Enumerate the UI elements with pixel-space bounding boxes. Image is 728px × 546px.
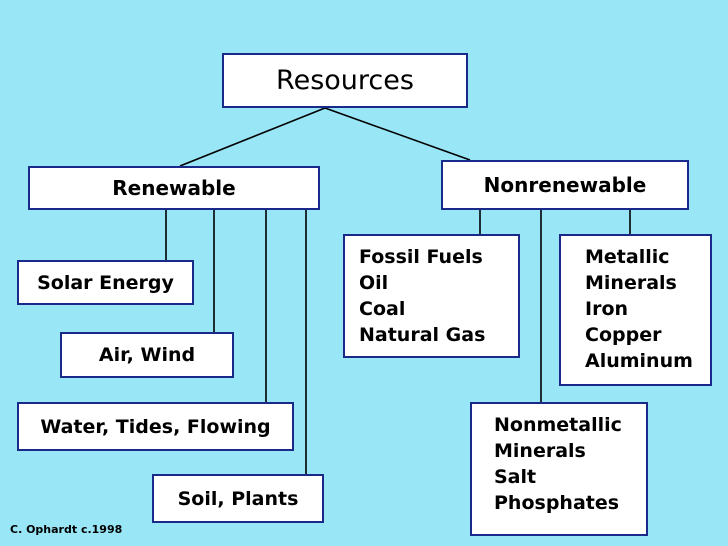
list-item: Fossil Fuels bbox=[359, 246, 483, 268]
node-air-wind-label: Air, Wind bbox=[98, 344, 196, 366]
list-item: Aluminum bbox=[585, 350, 693, 372]
list-item: Copper bbox=[585, 324, 662, 346]
connector-root-nonrenewable bbox=[324, 107, 471, 161]
credit-text: C. Ophardt c.1998 bbox=[10, 523, 123, 536]
node-soil-plants: Soil, Plants bbox=[152, 474, 324, 523]
list-item: Oil bbox=[359, 272, 389, 294]
list-item: Minerals bbox=[494, 440, 586, 462]
node-renewable-label: Renewable bbox=[112, 176, 236, 200]
node-resources-label: Resources bbox=[276, 65, 414, 96]
node-solar-energy: Solar Energy bbox=[17, 260, 194, 305]
list-item: Nonmetallic bbox=[494, 414, 622, 436]
node-nonrenewable-label: Nonrenewable bbox=[483, 173, 647, 197]
node-metallic-minerals: Metallic Minerals Iron Copper Aluminum bbox=[559, 234, 712, 386]
node-air-wind: Air, Wind bbox=[60, 332, 234, 378]
list-item: Iron bbox=[585, 298, 629, 320]
list-item: Salt bbox=[494, 466, 537, 488]
node-nonrenewable: Nonrenewable bbox=[441, 160, 689, 210]
list-item: Metallic bbox=[585, 246, 670, 268]
node-renewable: Renewable bbox=[28, 166, 320, 210]
node-nonmetallic-minerals: Nonmetallic Minerals Salt Phosphates bbox=[470, 402, 648, 536]
list-item: Phosphates bbox=[494, 492, 620, 514]
node-soil-plants-label: Soil, Plants bbox=[177, 487, 299, 510]
node-resources: Resources bbox=[222, 53, 468, 108]
node-water-label: Water, Tides, Flowing bbox=[40, 415, 271, 438]
list-item: Coal bbox=[359, 298, 406, 320]
list-item: Natural Gas bbox=[359, 324, 486, 346]
node-fossil-fuels: Fossil Fuels Oil Coal Natural Gas bbox=[343, 234, 520, 358]
node-water-tides-flowing: Water, Tides, Flowing bbox=[17, 402, 294, 451]
list-item: Minerals bbox=[585, 272, 677, 294]
node-solar-energy-label: Solar Energy bbox=[37, 271, 174, 294]
connector-root-renewable bbox=[179, 107, 326, 167]
